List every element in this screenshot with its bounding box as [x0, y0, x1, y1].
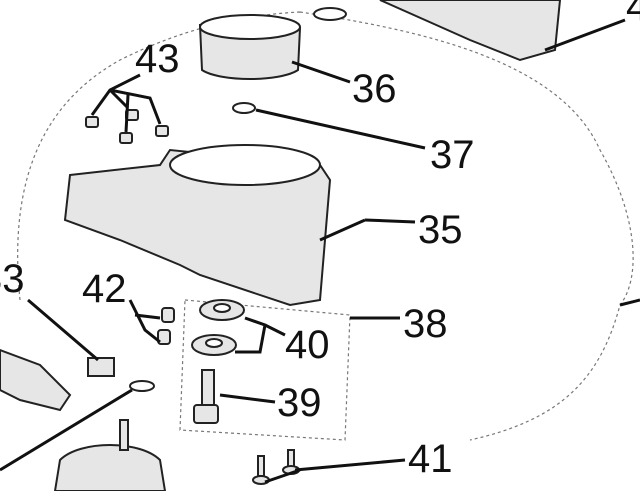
leader-41	[264, 458, 406, 484]
leader-35	[319, 218, 366, 242]
callout-33: 33	[0, 257, 25, 301]
part-41-screws	[252, 449, 300, 485]
callout-35: 35	[418, 208, 463, 252]
part-4-housing	[379, 0, 562, 62]
leader-39	[219, 393, 276, 404]
callout-39: 39	[277, 381, 322, 425]
callout-36: 36	[352, 67, 397, 111]
part-39-pinion	[193, 369, 219, 424]
leader-washer	[0, 388, 133, 472]
gear-assembly	[53, 444, 167, 491]
assembly-boundary	[17, 11, 634, 441]
callout-43: 43	[135, 37, 180, 81]
spring	[313, 7, 347, 21]
leader-right	[619, 298, 640, 307]
leader-43	[90, 73, 162, 133]
leader-40	[235, 316, 286, 354]
washer-small	[129, 380, 155, 392]
part-35-bore	[169, 144, 321, 186]
callout-38: 38	[403, 302, 448, 346]
leader-4	[544, 18, 626, 52]
leader-42	[128, 299, 161, 344]
part-43-nuts	[85, 109, 169, 144]
callout-4: 4	[626, 0, 640, 29]
callout-41: 41	[408, 437, 453, 481]
part-42-pins	[157, 307, 175, 345]
leader-37	[255, 108, 426, 150]
callout-37: 37	[430, 133, 475, 177]
part-36-cup	[198, 23, 302, 80]
gear-shaft	[119, 419, 129, 451]
part-40-bearings	[191, 299, 245, 356]
part-35-motor-mount	[63, 148, 332, 307]
leader-33	[27, 298, 99, 362]
subassembly-boundary	[179, 299, 351, 441]
callout-42: 42	[82, 267, 127, 311]
part-36-cup-rim	[199, 14, 301, 40]
part-37-washer	[232, 102, 256, 114]
leader-35b	[364, 218, 416, 224]
callout-40: 40	[285, 323, 330, 367]
part-33-block	[87, 357, 115, 377]
leader-36	[291, 60, 351, 84]
left-bracket	[0, 348, 72, 412]
